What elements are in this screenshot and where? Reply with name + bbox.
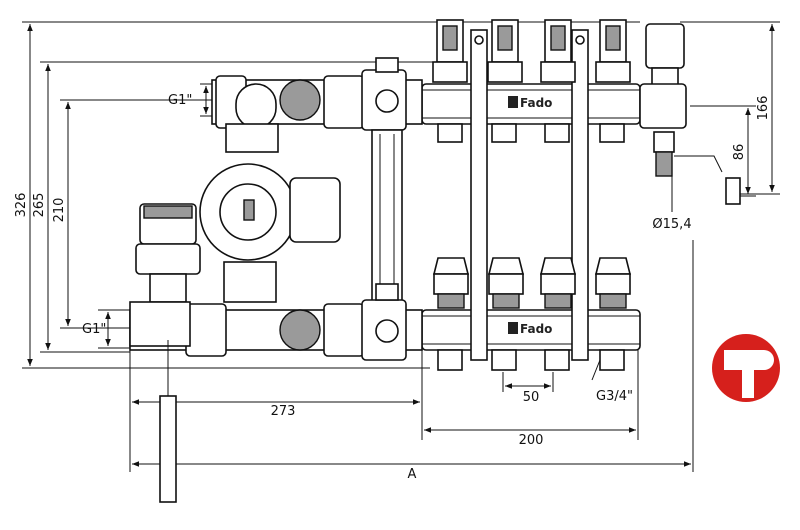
air-vent-drain [639, 23, 741, 205]
g1-top-label: G1" [168, 93, 192, 108]
dim-a: A [408, 467, 417, 482]
flow-meters [432, 19, 631, 83]
brand-label-bottom: Fado [520, 322, 552, 336]
dim-210: 210 [52, 198, 67, 223]
mounting-brackets [470, 29, 589, 361]
g1-bottom-label: G1" [82, 322, 106, 337]
diameter-label: Ø15,4 [652, 217, 691, 232]
return-valves [432, 257, 632, 309]
dim-200: 200 [519, 433, 544, 448]
dim-166: 166 [756, 96, 771, 121]
g3-4-label: G3/4" [596, 389, 633, 404]
dim-273: 273 [271, 404, 296, 419]
dim-326: 326 [14, 193, 29, 218]
dimension-lines [22, 21, 780, 472]
dim-86: 86 [732, 144, 747, 161]
brand-label-top: Fado [520, 96, 552, 110]
supply-outlets [437, 123, 625, 143]
pump-group [129, 57, 423, 503]
supply-manifold: Fado [421, 83, 641, 125]
t-logo-icon [712, 334, 780, 402]
dim-50: 50 [523, 390, 540, 405]
dimension-labels: 326 265 210 166 86 273 200 50 A Ø15,4 G1… [14, 93, 771, 482]
return-outlets [437, 349, 625, 371]
return-manifold: Fado [421, 309, 641, 351]
dim-265: 265 [32, 193, 47, 218]
